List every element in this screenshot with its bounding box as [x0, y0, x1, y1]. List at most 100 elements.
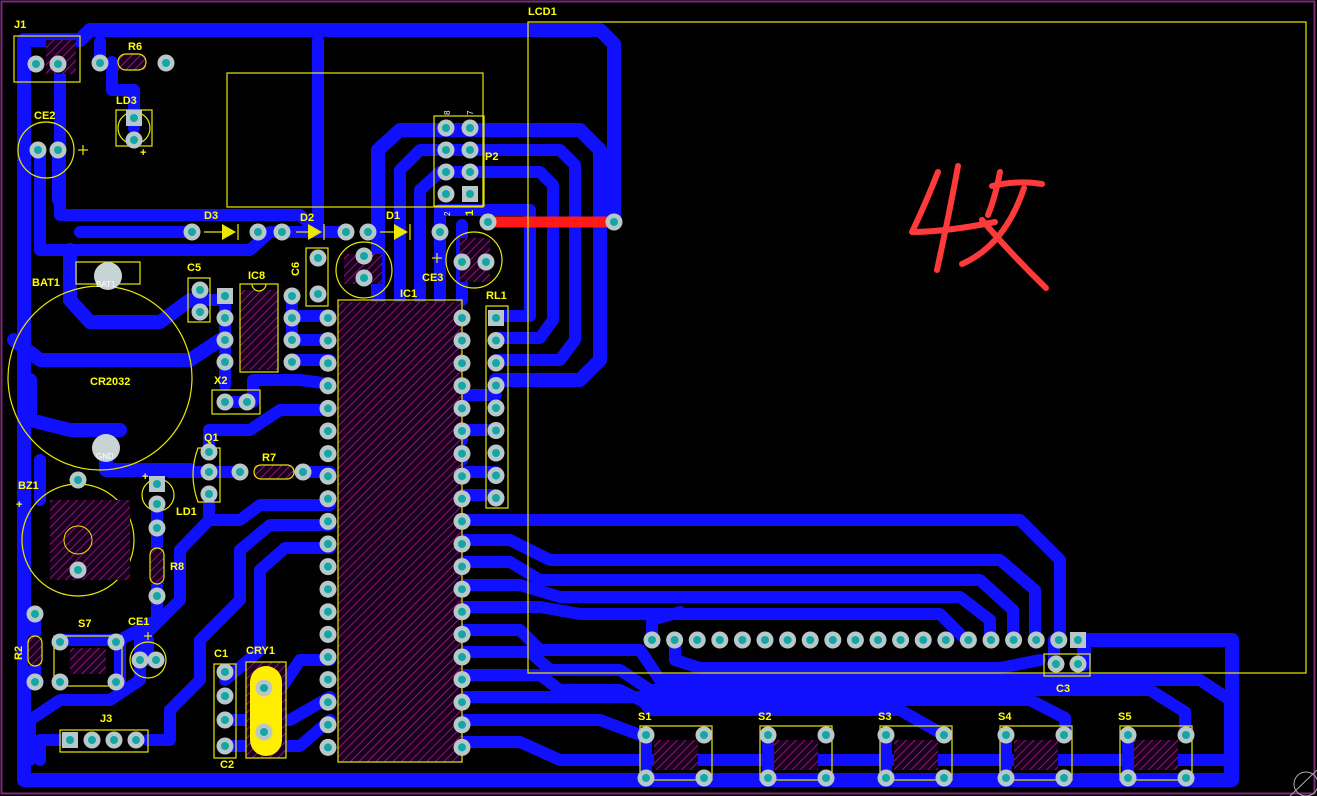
- label-s4: S4: [998, 711, 1012, 723]
- label-ic1: IC1: [400, 288, 417, 300]
- pad-hole: [88, 736, 96, 744]
- pad-hole: [288, 358, 296, 366]
- pad-hole: [1182, 731, 1190, 739]
- pad-hole: [458, 517, 466, 526]
- pad-hole: [112, 638, 120, 646]
- pad-hole: [32, 60, 40, 68]
- pad-hole: [324, 630, 332, 639]
- r8-resistor[interactable]: [149, 547, 165, 585]
- d1-diode[interactable]: [380, 224, 411, 240]
- pad-hole: [458, 472, 466, 481]
- pad-hole: [492, 381, 500, 390]
- label-ce2: CE2: [34, 110, 55, 122]
- s2-switch[interactable]: [759, 725, 833, 781]
- pad-hole: [882, 731, 890, 739]
- pad-hole: [458, 427, 466, 435]
- pad-hole: [136, 656, 144, 664]
- pad-hole: [964, 636, 973, 644]
- pad-hole: [738, 636, 747, 644]
- pad-hole: [162, 59, 170, 67]
- d3-diode[interactable]: [204, 224, 239, 240]
- pad-hole: [324, 540, 332, 548]
- bat1-pads[interactable]: BAT1 GND: [92, 262, 122, 462]
- pad-hole: [260, 684, 268, 692]
- s5-switch[interactable]: [1119, 725, 1193, 781]
- ce2-capacitor[interactable]: [17, 121, 88, 179]
- pad-hole: [1054, 636, 1063, 644]
- pad-hole: [940, 774, 948, 782]
- pad-hole: [466, 168, 474, 176]
- pad-hole: [221, 336, 229, 344]
- pad-hole: [642, 774, 650, 782]
- q1-transistor[interactable]: [192, 447, 221, 503]
- pad-hole: [221, 742, 229, 750]
- s1-switch[interactable]: [639, 725, 713, 781]
- c6-capacitor[interactable]: [305, 247, 329, 307]
- pad-hole: [822, 774, 830, 782]
- lcd1-outline: [527, 21, 1307, 674]
- pad-hole: [828, 636, 837, 644]
- label-d2: D2: [300, 212, 314, 224]
- rl1-header[interactable]: [485, 305, 509, 509]
- pad-hole: [324, 427, 332, 435]
- pad-hole: [492, 359, 500, 367]
- pad-hole: [324, 607, 332, 616]
- label-c1: C1: [214, 648, 228, 660]
- pad-hole: [56, 638, 64, 646]
- pad-hole: [442, 168, 450, 176]
- r2-resistor[interactable]: [27, 635, 43, 667]
- c3-capacitor[interactable]: [1043, 653, 1091, 677]
- bz1-buzzer[interactable]: [21, 483, 135, 597]
- pad-hole: [458, 258, 466, 266]
- pad-hole: [492, 471, 500, 480]
- pad-hole: [442, 124, 450, 132]
- pad-hole: [324, 720, 332, 729]
- pad-hole: [196, 286, 204, 294]
- pad-hole: [324, 449, 332, 458]
- pad-hole: [152, 656, 160, 664]
- s4-switch[interactable]: [999, 725, 1073, 781]
- pad-hole: [882, 774, 890, 782]
- pad-hole: [260, 728, 268, 736]
- pad-hole: [1002, 731, 1010, 739]
- pad-hole: [700, 731, 708, 739]
- pad-hole: [806, 636, 815, 644]
- r6-resistor[interactable]: [117, 53, 147, 71]
- label-s3: S3: [878, 711, 891, 723]
- p2-header[interactable]: [433, 115, 485, 207]
- label-r7: R7: [262, 452, 276, 464]
- label-cr2032: CR2032: [90, 376, 130, 388]
- r7-resistor[interactable]: [253, 464, 295, 480]
- pad-hole: [360, 274, 368, 282]
- d2-diode[interactable]: [296, 224, 325, 240]
- x2-crystal[interactable]: [211, 389, 261, 415]
- label-c2: C2: [220, 759, 234, 771]
- s3-switch[interactable]: [879, 725, 953, 781]
- label-c6: C6: [290, 262, 302, 276]
- pad-hole: [96, 59, 104, 67]
- pad-hole: [458, 653, 466, 661]
- cry1-crystal[interactable]: [245, 661, 287, 759]
- p2-pin7-label: 7: [466, 110, 475, 115]
- pad-hole: [112, 678, 120, 686]
- ic8-chip[interactable]: [239, 283, 279, 373]
- label-r8: R8: [170, 561, 184, 573]
- ic1-mcu[interactable]: [337, 299, 463, 763]
- pad-hole: [254, 228, 262, 236]
- bat-pos-pad-text: BAT1: [96, 280, 116, 289]
- label-ld1: LD1: [176, 506, 197, 518]
- pad-hole: [153, 592, 161, 600]
- s7-switch[interactable]: [53, 635, 123, 687]
- pad-hole: [1060, 731, 1068, 739]
- pad-hole: [205, 448, 213, 456]
- pad-hole: [54, 60, 62, 68]
- label-ce1: CE1: [128, 616, 149, 628]
- label-r6: R6: [128, 41, 142, 53]
- pad-hole: [715, 636, 724, 644]
- component-labels: J1 R6 LD3 CE2 D3 D2 D1 P2 CE3 C5 IC8 C6 …: [13, 6, 1131, 771]
- j3-header[interactable]: [59, 729, 149, 753]
- pad-hole: [1052, 660, 1060, 668]
- ce1-capacitor[interactable]: [129, 632, 167, 679]
- pad-hole: [221, 358, 229, 366]
- c5-capacitor[interactable]: [187, 277, 211, 323]
